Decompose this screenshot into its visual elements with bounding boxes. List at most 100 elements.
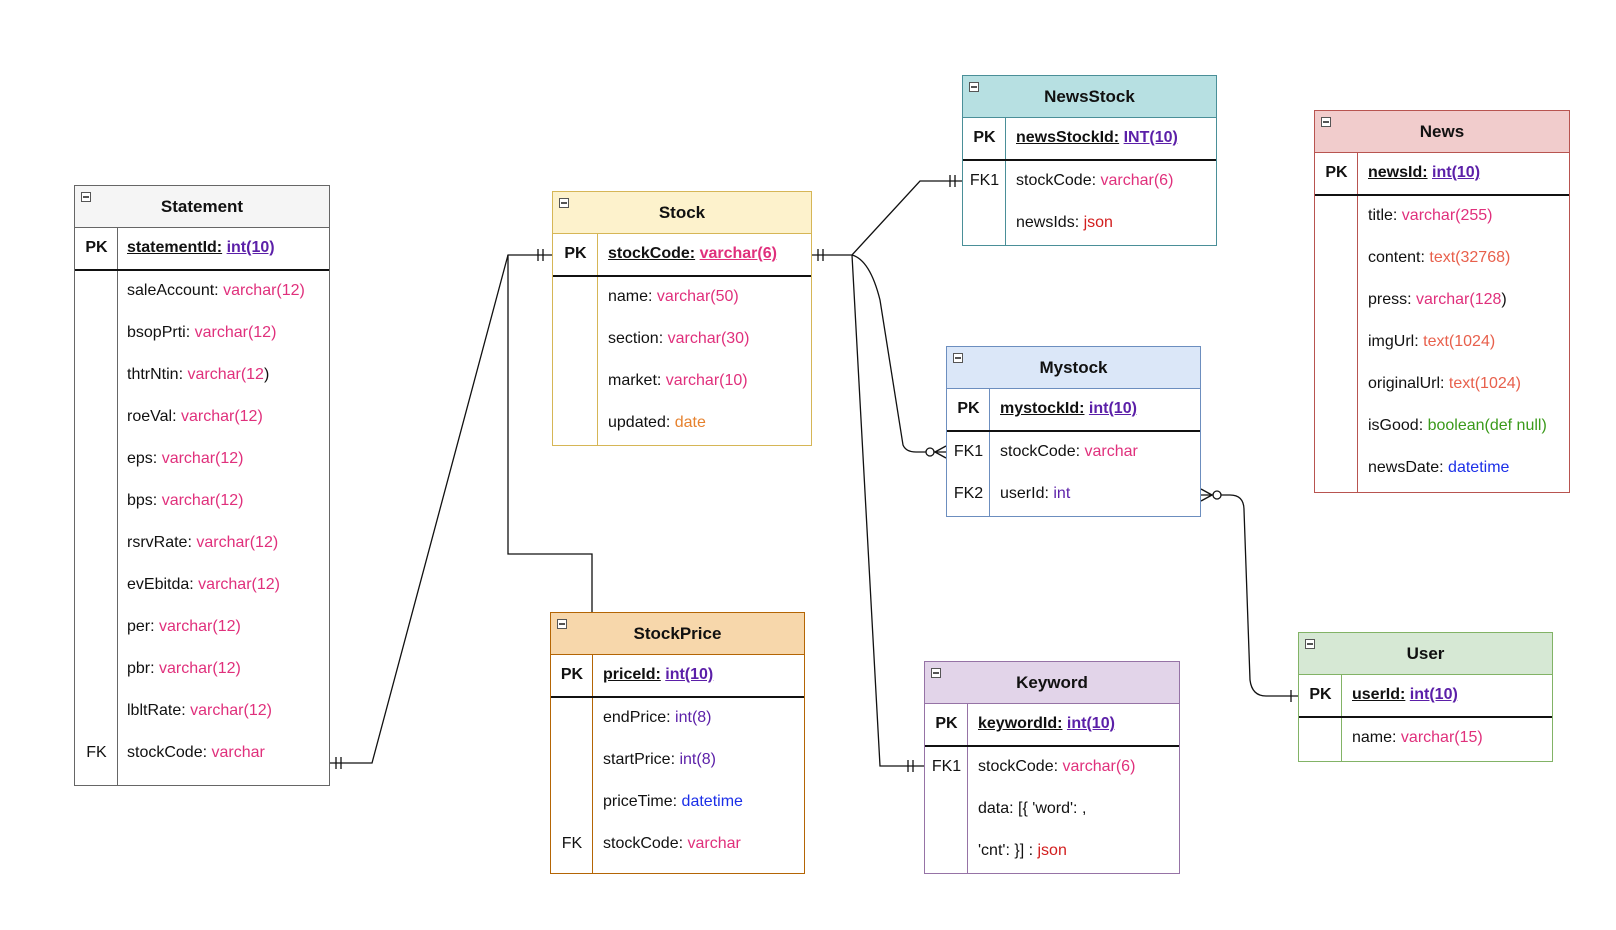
field-row[interactable]: startPrice: int(8) — [551, 739, 804, 781]
field-row[interactable]: 'cnt': }] : json — [925, 830, 1179, 872]
field-text: keywordId: int(10) — [978, 703, 1115, 745]
field-text: thtrNtin: varchar(12) — [127, 354, 269, 396]
collapse-icon[interactable] — [1305, 639, 1315, 649]
entity-title: News — [1315, 111, 1569, 153]
field-text: 'cnt': }] : json — [978, 830, 1067, 872]
field-row[interactable]: newsDate: datetime — [1315, 447, 1569, 489]
field-text: userId: int — [1000, 473, 1070, 515]
collapse-icon[interactable] — [931, 668, 941, 678]
field-text: newsIds: json — [1016, 202, 1113, 244]
field-row[interactable]: eps: varchar(12) — [75, 438, 329, 480]
field-name: endPrice: — [603, 709, 671, 726]
field-row[interactable]: name: varchar(15) — [1299, 717, 1552, 759]
field-name: 'cnt': }] : — [978, 842, 1034, 859]
field-name: newsIds: — [1016, 214, 1080, 231]
key-label: FK — [561, 835, 583, 852]
field-row[interactable]: section: varchar(30) — [553, 318, 811, 360]
field-row[interactable]: updated: date — [553, 402, 811, 444]
field-row[interactable]: evEbitda: varchar(12) — [75, 564, 329, 606]
field-row[interactable]: roeVal: varchar(12) — [75, 396, 329, 438]
field-row[interactable]: saleAccount: varchar(12) — [75, 270, 329, 312]
field-row[interactable]: bps: varchar(12) — [75, 480, 329, 522]
field-row[interactable]: endPrice: int(8) — [551, 697, 804, 739]
field-row[interactable]: data: [{ 'word': , — [925, 788, 1179, 830]
field-name: stockCode: — [1016, 172, 1097, 189]
field-row[interactable]: content: text(32768) — [1315, 237, 1569, 279]
field-type: varchar(12) — [159, 618, 241, 635]
field-row[interactable]: pbr: varchar(12) — [75, 648, 329, 690]
field-row[interactable]: originalUrl: text(1024) — [1315, 363, 1569, 405]
field-row[interactable]: lbltRate: varchar(12) — [75, 690, 329, 732]
field-name: updated: — [608, 414, 671, 431]
field-text: data: [{ 'word': , — [978, 788, 1086, 830]
field-row[interactable]: thtrNtin: varchar(12) — [75, 354, 329, 396]
field-row[interactable]: market: varchar(10) — [553, 360, 811, 402]
field-text: statementId: int(10) — [127, 227, 275, 269]
collapse-icon[interactable] — [557, 619, 567, 629]
field-row[interactable]: newsIds: json — [963, 202, 1216, 244]
field-row[interactable]: bsopPrti: varchar(12) — [75, 312, 329, 354]
field-name: userId: — [1000, 485, 1049, 502]
field-type: varchar(50) — [656, 288, 739, 305]
field-row[interactable]: imgUrl: text(1024) — [1315, 321, 1569, 363]
field-type: int(10) — [665, 666, 714, 683]
collapse-icon[interactable] — [1321, 117, 1331, 127]
field-name: roeVal: — [127, 408, 177, 425]
field-type: varchar(128 — [1416, 291, 1502, 308]
field-row[interactable]: per: varchar(12) — [75, 606, 329, 648]
field-text: rsrvRate: varchar(12) — [127, 522, 278, 564]
field-text: title: varchar(255) — [1368, 195, 1493, 237]
field-row[interactable]: rsrvRate: varchar(12) — [75, 522, 329, 564]
field-type: varchar(6) — [699, 245, 777, 262]
field-name: newsStockId: — [1016, 129, 1120, 146]
field-type: varchar(30) — [667, 330, 750, 347]
collapse-icon[interactable] — [969, 82, 979, 92]
field-text: evEbitda: varchar(12) — [127, 564, 280, 606]
link-statement-stock — [330, 254, 552, 764]
field-name: data: [{ 'word': , — [978, 800, 1087, 817]
key-column — [553, 233, 598, 445]
field-text: newsStockId: INT(10) — [1016, 117, 1178, 159]
field-text: stockCode: varchar(6) — [978, 746, 1135, 788]
field-name: keywordId: — [978, 715, 1063, 732]
field-row[interactable]: title: varchar(255) — [1315, 195, 1569, 237]
field-type: varchar(10) — [665, 372, 748, 389]
collapse-icon[interactable] — [81, 192, 91, 202]
field-row[interactable]: press: varchar(128) — [1315, 279, 1569, 321]
collapse-icon[interactable] — [559, 198, 569, 208]
field-type: int(8) — [675, 709, 712, 726]
field-type: varchar(12) — [198, 576, 280, 593]
field-row[interactable]: name: varchar(50) — [553, 276, 811, 318]
collapse-icon[interactable] — [953, 353, 963, 363]
field-row[interactable]: priceTime: datetime — [551, 781, 804, 823]
field-text: name: varchar(15) — [1352, 717, 1483, 759]
field-text: userId: int(10) — [1352, 674, 1458, 716]
key-label: PK — [564, 245, 587, 262]
field-type: text(1024) — [1448, 375, 1521, 392]
field-text: stockCode: varchar — [127, 732, 265, 774]
field-row[interactable]: isGood: boolean(def null) — [1315, 405, 1569, 447]
